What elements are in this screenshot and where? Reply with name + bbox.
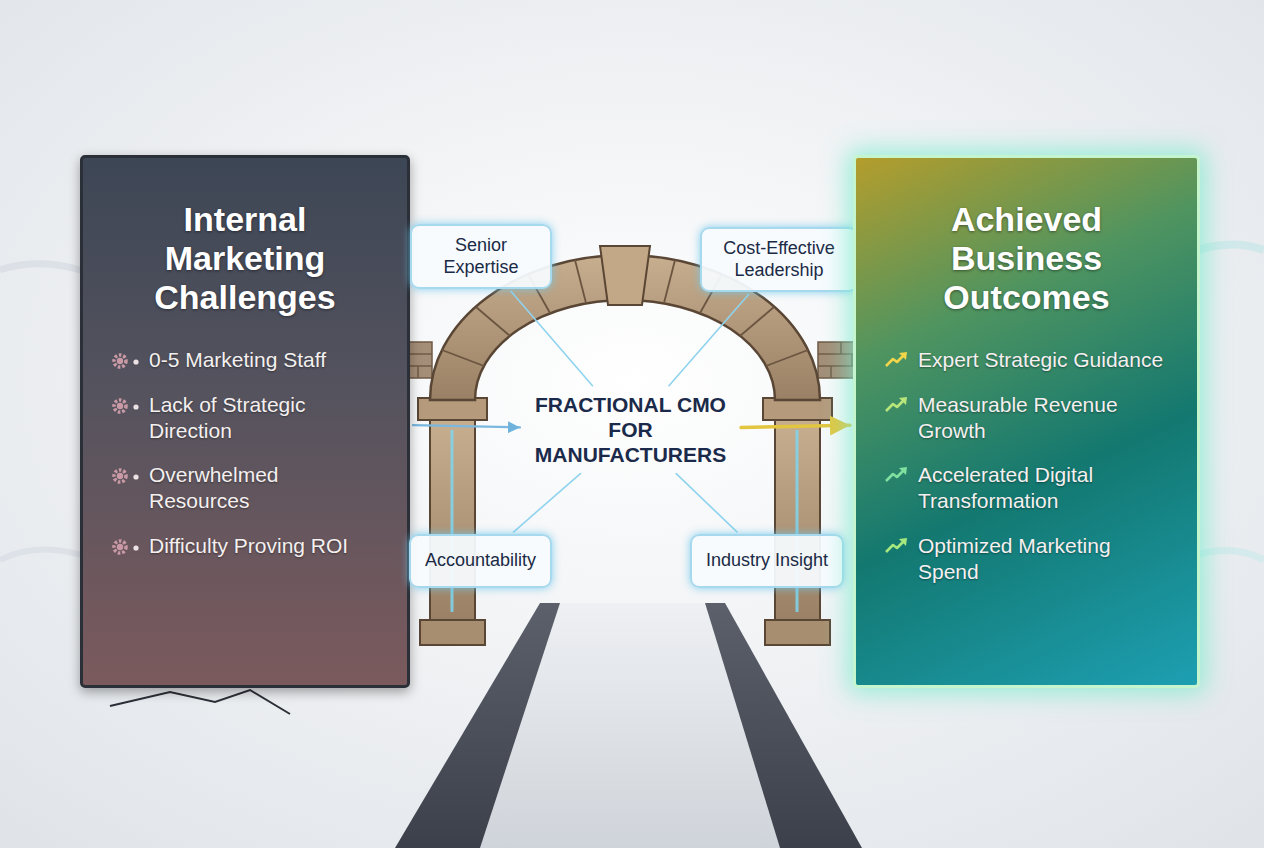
tag-label: Cost-Effective Leadership (712, 238, 846, 281)
benefit-tag: Cost-Effective Leadership (700, 227, 858, 292)
gear-teeth (114, 470, 126, 482)
keystone (600, 246, 650, 305)
bullet-dot (133, 545, 138, 550)
list-item: Expert Strategic Guidance (918, 347, 1163, 373)
gear-teeth (114, 355, 126, 367)
benefit-tag: Accountability (409, 534, 552, 588)
gear-teeth (114, 400, 126, 412)
list-item: Overwhelmed Resources (149, 462, 383, 515)
bullet-dot (133, 360, 138, 365)
bullet-dot (133, 474, 138, 479)
spoke-line (513, 474, 580, 532)
list-row: Difficulty Proving ROI (111, 533, 383, 559)
list-row: Overwhelmed Resources (111, 462, 383, 515)
list-row: Measurable Revenue Growth (884, 392, 1173, 445)
gear-icon (111, 351, 141, 371)
chasm (395, 603, 862, 848)
tag-label: Senior Expertise (422, 235, 540, 278)
gear-icon (111, 466, 141, 486)
gear-hub (117, 543, 123, 549)
spoke-line (669, 294, 749, 385)
trend-icon (884, 396, 910, 414)
challenges-panel: Internal Marketing Challenges 0-5 Marketi… (80, 155, 410, 688)
list-row: Optimized Marketing Spend (884, 533, 1173, 586)
flow-arrow (413, 425, 520, 427)
core-title: FRACTIONAL CMO FOR MANUFACTURERS (525, 392, 736, 468)
tag-label: Industry Insight (706, 550, 828, 572)
trend-icon (884, 351, 910, 369)
gear-icon (111, 537, 141, 557)
list-item: 0-5 Marketing Staff (149, 347, 326, 373)
core-label: FRACTIONAL CMO FOR MANUFACTURERS (523, 388, 738, 472)
gear-icon (111, 396, 141, 416)
list-item: Lack of Strategic Direction (149, 392, 383, 445)
gear-hub (117, 473, 123, 479)
list-row: 0-5 Marketing Staff (111, 347, 383, 373)
trend-head (899, 538, 907, 546)
list-item: Difficulty Proving ROI (149, 533, 348, 559)
list-row: Expert Strategic Guidance (884, 347, 1173, 373)
gear-hub (117, 358, 123, 364)
trend-icon (884, 466, 910, 484)
list-item: Accelerated Digital Transformation (918, 462, 1173, 515)
list-row: Accelerated Digital Transformation (884, 462, 1173, 515)
spoke-line (511, 291, 592, 385)
outcome-arrow (741, 425, 850, 427)
list-row: Lack of Strategic Direction (111, 392, 383, 445)
bullet-dot (133, 404, 138, 409)
list-item: Measurable Revenue Growth (918, 392, 1173, 445)
gear-hub (117, 402, 123, 408)
tag-label: Accountability (425, 550, 536, 572)
benefit-tag: Industry Insight (690, 534, 844, 588)
panel-heading: Achieved Business Outcomes (892, 200, 1162, 317)
trend-head (899, 352, 907, 360)
ground-crack (110, 690, 290, 714)
spoke-line (676, 474, 737, 532)
outcomes-panel: Achieved Business OutcomesExpert Strateg… (853, 155, 1200, 688)
trend-icon (884, 537, 910, 555)
gear-teeth (114, 541, 126, 553)
list-item: Optimized Marketing Spend (918, 533, 1173, 586)
panel-heading: Internal Marketing Challenges (110, 200, 380, 317)
trend-head (899, 397, 907, 405)
trend-head (899, 467, 907, 475)
benefit-tag: Senior Expertise (410, 224, 552, 289)
